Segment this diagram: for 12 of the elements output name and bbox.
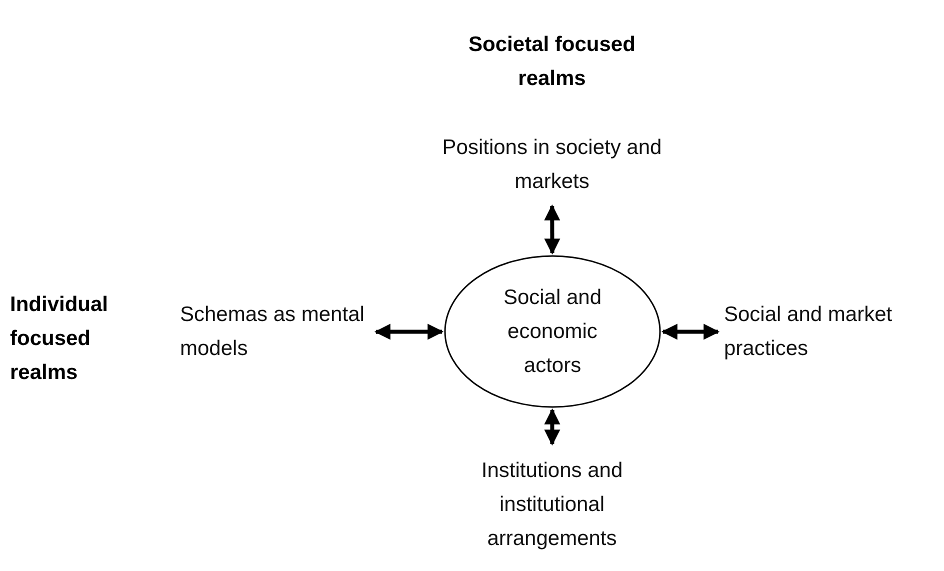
realm-text: Social and market practices (724, 302, 894, 362)
node-text: Social and economic actors (502, 284, 603, 378)
double-arrow (544, 408, 560, 446)
realm-heading: Individual focused realms (10, 292, 110, 386)
double-arrow (374, 324, 444, 340)
double-arrow (544, 204, 560, 255)
double-arrow (661, 324, 720, 340)
realm-text: Institutions and institutional arrangements (480, 458, 624, 552)
actors-ellipse (444, 255, 661, 408)
realm-heading: Societal focused realms (468, 32, 636, 92)
realm-text: Schemas as mental models (180, 302, 366, 362)
realm-text: Positions in society and markets (441, 135, 663, 195)
